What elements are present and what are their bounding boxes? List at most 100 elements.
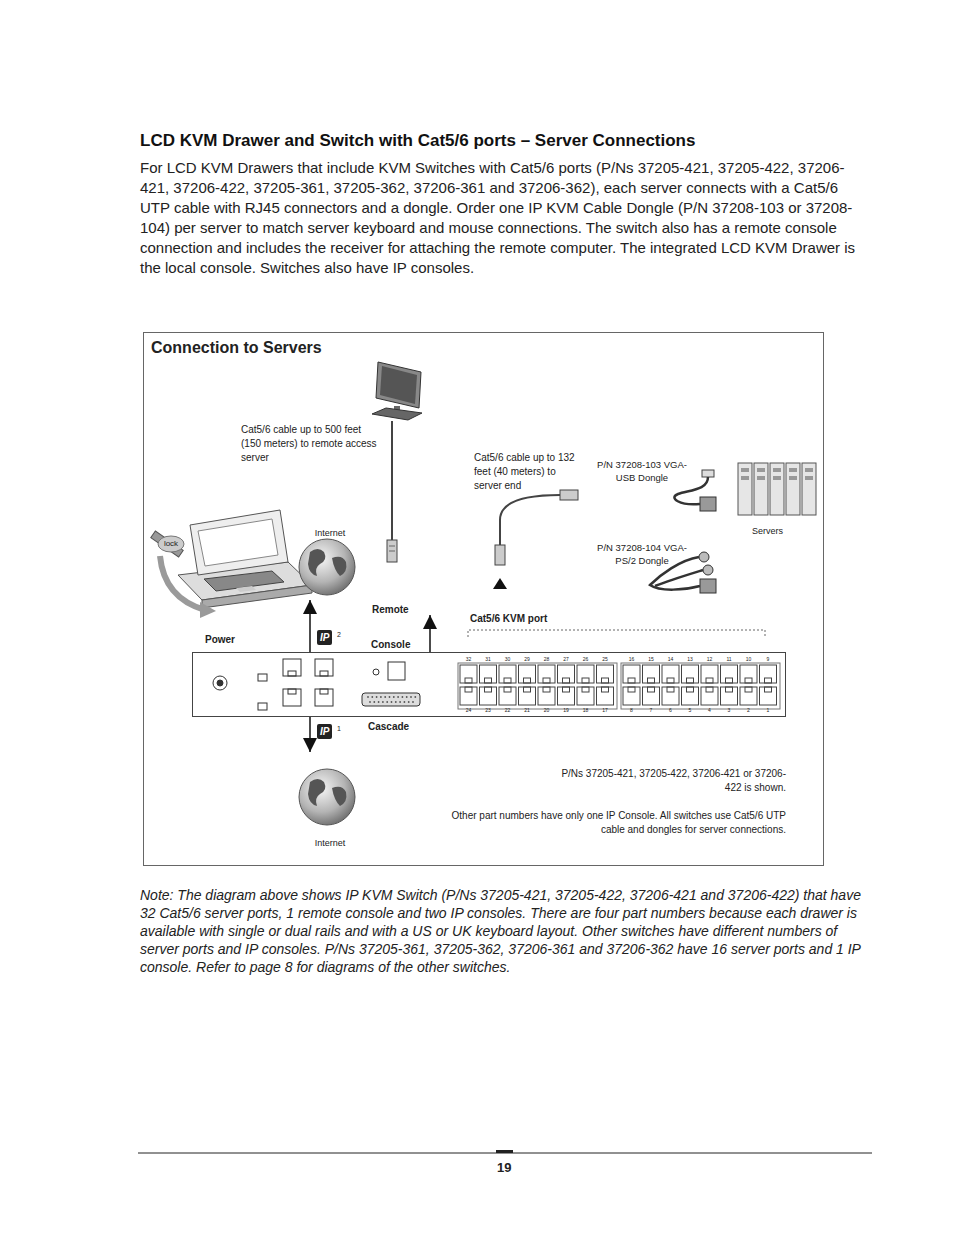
switch-panel-parts [283, 689, 301, 706]
server-ports [465, 678, 472, 683]
remote-computer [389, 546, 395, 547]
server-bays [741, 468, 749, 472]
port-number: 2 [743, 707, 755, 713]
switch-panel-parts [320, 689, 328, 694]
internet-cloud: Internet [293, 526, 367, 600]
port-number: 19 [560, 707, 572, 713]
ps2-dongle [699, 552, 709, 562]
server-bays [757, 468, 765, 472]
server-ports [687, 678, 694, 683]
cascade-pins [373, 701, 375, 703]
lcd-drawer [198, 519, 278, 566]
server-ports [726, 687, 733, 692]
usb-dongle [674, 470, 716, 511]
remote-computer [380, 366, 417, 404]
port-number: 3 [723, 707, 735, 713]
cascade-pins [404, 701, 406, 703]
switch-panel-parts [315, 689, 333, 706]
part-number: P/N 37208-104 VGA-PS/2 Dongle [596, 541, 688, 567]
lcd-drawer [200, 602, 216, 618]
usb-dongle [700, 497, 716, 511]
footer-mark [496, 1150, 513, 1153]
port-number: 11 [723, 656, 735, 662]
port-number: 29 [521, 656, 533, 662]
server-ports [643, 665, 660, 683]
part-name: Servers [752, 526, 783, 537]
server-ports [597, 665, 614, 683]
ps2-dongle [700, 579, 716, 593]
node-label: Power [205, 634, 235, 645]
server-ports [460, 665, 477, 683]
server-ports [538, 687, 555, 705]
switch-panel-parts [373, 669, 379, 675]
server-ports [577, 687, 594, 705]
server-ports [465, 687, 472, 692]
page-heading: LCD KVM Drawer and Switch with Cat5/6 po… [140, 131, 695, 151]
server-ports [524, 687, 531, 692]
port-number: 21 [521, 707, 533, 713]
server-bays [789, 476, 797, 480]
server-ports [745, 687, 752, 692]
server-ports [460, 665, 777, 705]
switch-panel-parts [213, 659, 780, 710]
server-ports [577, 665, 594, 683]
server-ports [687, 687, 694, 692]
diagram-frame: Connection to ServersInternetRemotePower… [143, 332, 824, 866]
cascade-pins [399, 701, 401, 703]
port-number: 1 [762, 707, 774, 713]
port-name: Cascade [368, 720, 409, 733]
internet-globe [308, 779, 325, 806]
port-number: 23 [482, 707, 494, 713]
port-number: 6 [665, 707, 677, 713]
server-ports [519, 665, 536, 683]
server-towers [738, 463, 816, 515]
node-label: Internet [293, 838, 367, 848]
server-bays [805, 476, 813, 480]
port-number: 15 [645, 656, 657, 662]
server-ports [628, 678, 635, 683]
server-bays [805, 468, 813, 472]
cascade-pins [386, 701, 388, 703]
cascade-pins [367, 696, 369, 698]
server-ports [597, 687, 614, 705]
usb-dongle [702, 470, 714, 477]
server-bays [757, 476, 765, 480]
server-ports [543, 678, 550, 683]
server-ports [558, 687, 575, 705]
server-ports [499, 665, 516, 683]
server-bays [773, 476, 781, 480]
server-ports [543, 687, 550, 692]
server-ports [740, 665, 757, 683]
lcd-drawer [160, 556, 205, 610]
cascade-pins [384, 696, 386, 698]
server-ports [667, 687, 674, 692]
port-number: 24 [463, 707, 475, 713]
port-name: Cat5/6 KVM port [470, 612, 547, 625]
server-ports [682, 687, 699, 705]
cascade-pins [382, 701, 384, 703]
port-number: 4 [704, 707, 716, 713]
remote-console: Remote [366, 355, 446, 615]
server-towers [754, 463, 768, 515]
port-number: 7 [645, 707, 657, 713]
cascade-pins [371, 696, 373, 698]
internet-globe [299, 769, 355, 825]
server-bays [741, 468, 813, 480]
switch-panel-parts [362, 693, 420, 706]
cascade-pins [402, 696, 404, 698]
server-ports [706, 678, 713, 683]
server-cable [493, 490, 578, 589]
server-ports [485, 687, 492, 692]
switch-panel-parts [315, 659, 333, 676]
server-ports [662, 687, 679, 705]
lock-tag: lock [159, 538, 183, 550]
ip-badge: IP [317, 630, 332, 645]
node-label: Internet [293, 526, 367, 538]
port-number: 16 [626, 656, 638, 662]
server-ports [648, 687, 655, 692]
node-label: Remote [366, 604, 446, 615]
server-ports [765, 687, 772, 692]
remote-computer [372, 362, 422, 562]
cascade-pins [412, 701, 414, 703]
cascade-pins [414, 696, 416, 698]
